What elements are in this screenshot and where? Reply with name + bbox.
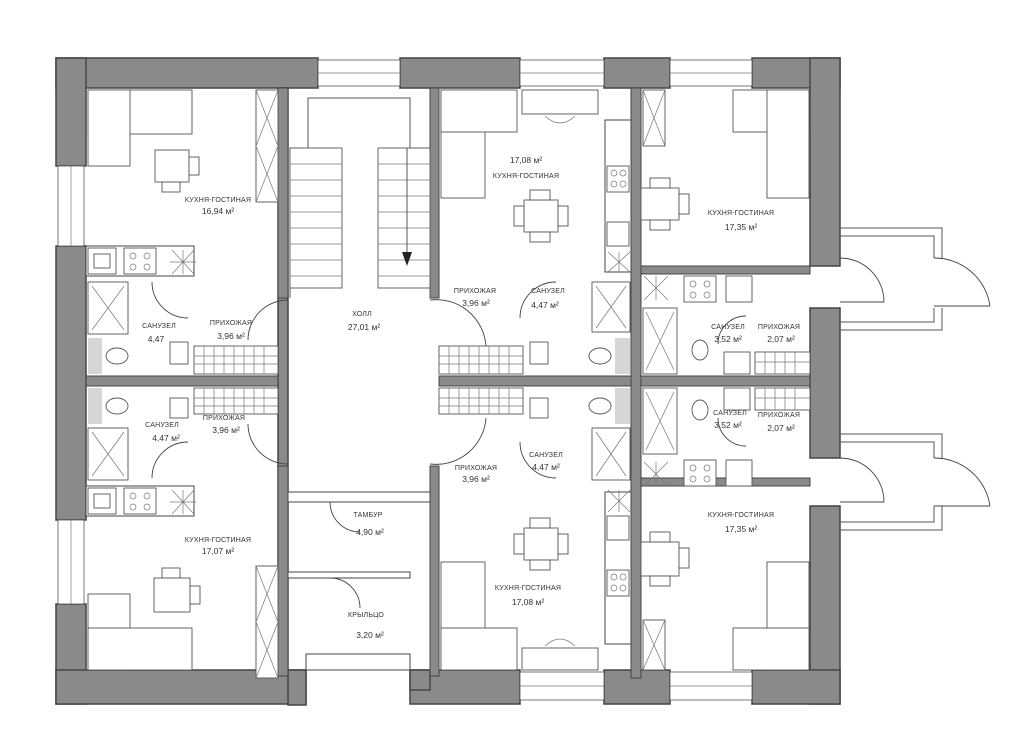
room-name-r17: САНУЗЕЛ bbox=[711, 324, 745, 331]
room-name-r21: КУХНЯ-ГОСТИНАЯ bbox=[708, 512, 774, 519]
furniture-center-bottom bbox=[438, 387, 631, 671]
staircase bbox=[289, 97, 431, 298]
room-area-r6: 17,07 м² bbox=[202, 546, 234, 556]
room-area-r14: 3,96 м² bbox=[462, 474, 490, 484]
room-name-r8: ТАМБУР bbox=[353, 512, 382, 519]
room-labels: КУХНЯ-ГОСТИНАЯ 16,94 м² ПРИХОЖАЯ 3,96 м²… bbox=[142, 155, 800, 640]
room-name-r15: КУХНЯ-ГОСТИНАЯ bbox=[495, 585, 561, 592]
room-area-r3: 4,47 bbox=[148, 334, 165, 344]
room-area-r19: 3,52 м² bbox=[714, 420, 742, 430]
room-name-r13: САНУЗЕЛ bbox=[529, 452, 563, 459]
room-area-r7: 27,01 м² bbox=[348, 322, 380, 332]
room-area-r1: 16,94 м² bbox=[202, 206, 234, 216]
room-name-r4: САНУЗЕЛ bbox=[145, 422, 179, 429]
door-swings bbox=[151, 281, 747, 609]
furniture-left-bottom bbox=[87, 387, 279, 679]
room-name-r12: САНУЗЕЛ bbox=[531, 288, 565, 295]
furniture-left-top bbox=[87, 89, 279, 375]
porches bbox=[839, 227, 991, 531]
room-name-r16: КУХНЯ-ГОСТИНАЯ bbox=[708, 210, 774, 217]
windows bbox=[57, 59, 753, 701]
furniture-right bbox=[640, 89, 811, 671]
room-area-r20: 2,07 м² bbox=[767, 423, 795, 433]
room-name-r20: ПРИХОЖАЯ bbox=[758, 412, 800, 419]
room-area-r8: 4,90 м² bbox=[356, 527, 384, 537]
room-area-r12: 4,47 м² bbox=[531, 300, 559, 310]
room-name-r11: ПРИХОЖАЯ bbox=[454, 288, 496, 295]
room-area-r11: 3,96 м² bbox=[462, 298, 490, 308]
room-area-r5: 3,96 м² bbox=[212, 425, 240, 435]
room-area-r18: 2,07 м² bbox=[767, 334, 795, 344]
room-area-r9: 3,20 м² bbox=[356, 630, 384, 640]
room-name-r10: КУХНЯ-ГОСТИНАЯ bbox=[493, 173, 559, 180]
room-area-r15: 17,08 м² bbox=[512, 597, 544, 607]
room-name-r7: ХОЛЛ bbox=[352, 311, 372, 318]
room-area-r2: 3,96 м² bbox=[217, 331, 245, 341]
room-area-r17: 3,52 м² bbox=[714, 334, 742, 344]
room-area-r10: 17,08 м² bbox=[510, 155, 542, 165]
room-name-r1: КУХНЯ-ГОСТИНАЯ bbox=[185, 197, 251, 204]
room-name-r2: ПРИХОЖАЯ bbox=[210, 320, 252, 327]
room-name-r18: ПРИХОЖАЯ bbox=[758, 324, 800, 331]
room-area-r16: 17,35 м² bbox=[725, 222, 757, 232]
room-name-r19: САНУЗЕЛ bbox=[713, 410, 747, 417]
room-area-r21: 17,35 м² bbox=[725, 524, 757, 534]
room-name-r5: ПРИХОЖАЯ bbox=[203, 415, 245, 422]
room-name-r9: КРЫЛЬЦО bbox=[348, 612, 384, 619]
room-name-r3: САНУЗЕЛ bbox=[142, 323, 176, 330]
furniture-center-top bbox=[438, 89, 631, 375]
room-name-r14: ПРИХОЖАЯ bbox=[455, 465, 497, 472]
room-name-r6: КУХНЯ-ГОСТИНАЯ bbox=[185, 537, 251, 544]
room-area-r4: 4,47 м² bbox=[152, 433, 180, 443]
room-area-r13: 4,47 м² bbox=[532, 462, 560, 472]
